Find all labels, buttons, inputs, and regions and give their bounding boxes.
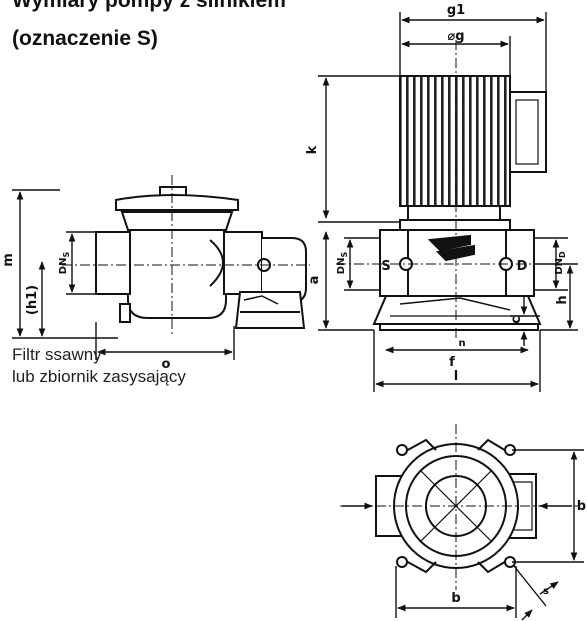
suction-filter-drawing	[95, 186, 307, 329]
port-label-suction: S	[381, 259, 390, 274]
dim-label-c: c	[509, 316, 524, 324]
plan-dimension-lines	[342, 449, 584, 621]
dim-label-h: h	[555, 295, 570, 304]
dim-label-g: ⌀g	[447, 29, 464, 44]
drawing-title: Wymiary pompy z silnikiem	[12, 0, 286, 12]
dim-label-o: o	[162, 357, 171, 372]
dim-label-k: k	[305, 145, 320, 154]
filter-caption-line1: Filtr ssawny	[12, 345, 102, 364]
port-label-discharge: D	[517, 259, 528, 274]
filter-centerlines	[62, 175, 310, 335]
dim-label-n: n	[458, 338, 465, 349]
pump-centerlines	[336, 40, 560, 340]
dim-label-b-vertical: b	[577, 499, 586, 514]
dim-label-b-horizontal: b	[451, 591, 460, 606]
dim-label-a: a	[307, 276, 322, 285]
filter-dimension-lines	[12, 189, 235, 360]
filter-caption-line2: lub zbiornik zasysający	[12, 367, 186, 386]
dim-label-dnd: DND	[554, 251, 567, 275]
dim-label-s: s	[543, 586, 549, 597]
dim-label-h1: (h1)	[25, 285, 40, 315]
dim-label-f: f	[449, 355, 455, 370]
pump-dimension-lines	[318, 12, 578, 392]
pump-motor-drawing	[372, 75, 547, 331]
dim-label-dns-left: DNS	[58, 252, 71, 275]
dim-label-m: m	[1, 253, 16, 267]
drawing-subtitle: (oznaczenie S)	[12, 27, 158, 50]
dim-label-dns-right: DNS	[336, 252, 349, 275]
dim-label-l: l	[454, 369, 458, 384]
dim-label-g1: g1	[447, 3, 465, 18]
